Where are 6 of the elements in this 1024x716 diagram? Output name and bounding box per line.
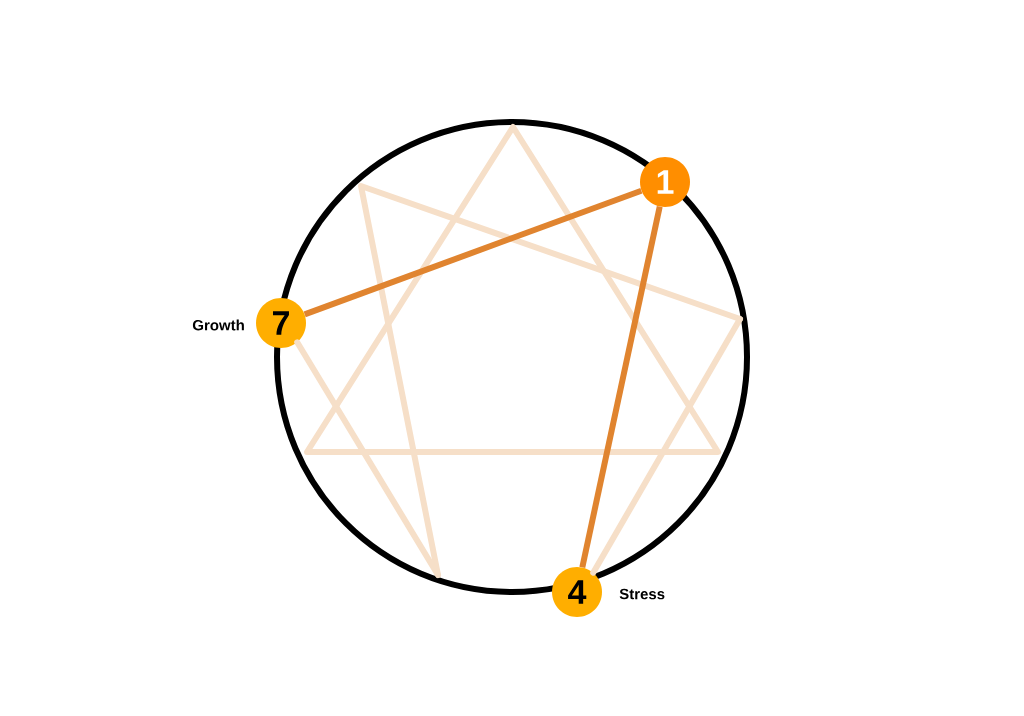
connector-line [590,316,743,576]
connector-line [303,187,643,318]
connector-line [579,206,663,568]
connector-line [294,339,441,578]
side-label: Growth [192,319,244,331]
side-label: Stress [619,588,665,600]
